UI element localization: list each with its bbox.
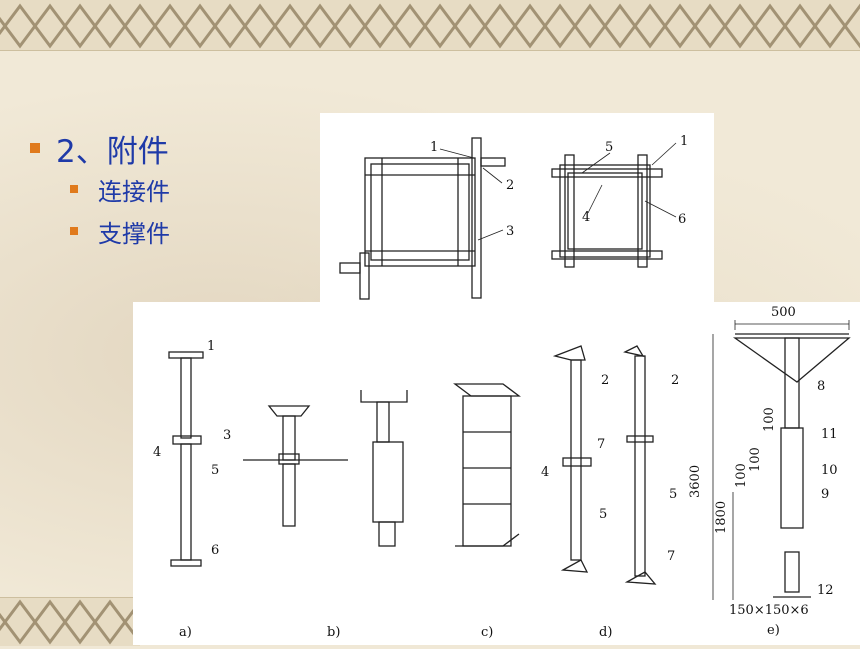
a-label-3: 3 [223,428,231,443]
sublabel-b: b) [327,625,340,640]
a-label-4: 4 [153,445,161,460]
e-label-11: 11 [821,427,838,442]
decorative-border-top [0,0,860,51]
e-label-9: 9 [821,487,829,502]
bullet-marker [70,227,78,235]
label-2: 2 [506,178,514,193]
bullet-list: 2、附件 连接件 支撑件 [30,128,170,252]
label-1: 1 [680,134,688,149]
a-label-6: 6 [211,543,219,558]
label-6: 6 [678,212,686,227]
e-dim-100: 100 [748,447,763,472]
frame-connector-drawing: 1 2 3 5 1 4 6 [339,134,688,300]
label-5: 5 [605,140,613,155]
sublabel-a: a) [179,625,192,640]
a-label-1: 1 [207,339,215,354]
bullet-level2: 连接件 [70,168,170,210]
d-label-2: 2 [671,373,679,388]
label-4: 4 [582,210,590,225]
e-label-8: 8 [817,379,825,394]
support-figure: 1 3 4 5 6 2 2 7 4 7 5 5 500 8 11 10 9 12… [133,302,860,645]
label-1: 1 [430,140,438,155]
bullet-level1: 2、附件 [30,128,170,170]
bullet-level2: 支撑件 [70,210,170,252]
e-dim-100: 100 [762,407,777,432]
decorative-border-bottom [0,597,140,646]
e-dim-100: 100 [734,463,749,488]
bullet-connector-text: 连接件 [98,177,170,206]
d-label-7: 7 [597,437,605,452]
support-drawing: 1 3 4 5 6 2 2 7 4 7 5 5 500 8 11 10 9 12… [153,305,851,640]
e-height-3600: 3600 [688,465,703,498]
e-label-12: 12 [817,583,834,598]
e-width-500: 500 [771,305,796,320]
d-label-5: 5 [599,507,607,522]
a-label-5: 5 [211,463,219,478]
sublabel-c: c) [481,625,493,640]
e-base-plate: 150×150×6 [729,603,809,618]
bullet-level1-text: 2、附件 [56,133,169,170]
d-label-7: 7 [667,549,675,564]
bullet-marker [70,185,78,193]
knot-pattern [0,3,860,49]
frame-connector-figure: 1 2 3 5 1 4 6 [320,113,714,303]
bullet-support-text: 支撑件 [98,219,170,248]
label-3: 3 [506,224,514,239]
d-label-4: 4 [541,465,549,480]
d-label-2: 2 [601,373,609,388]
e-height-1800: 1800 [714,501,729,534]
bullet-marker [30,143,40,153]
sublabel-d: d) [599,625,612,640]
d-label-5: 5 [669,487,677,502]
sublabel-e: e) [767,623,780,638]
e-label-10: 10 [821,463,838,478]
